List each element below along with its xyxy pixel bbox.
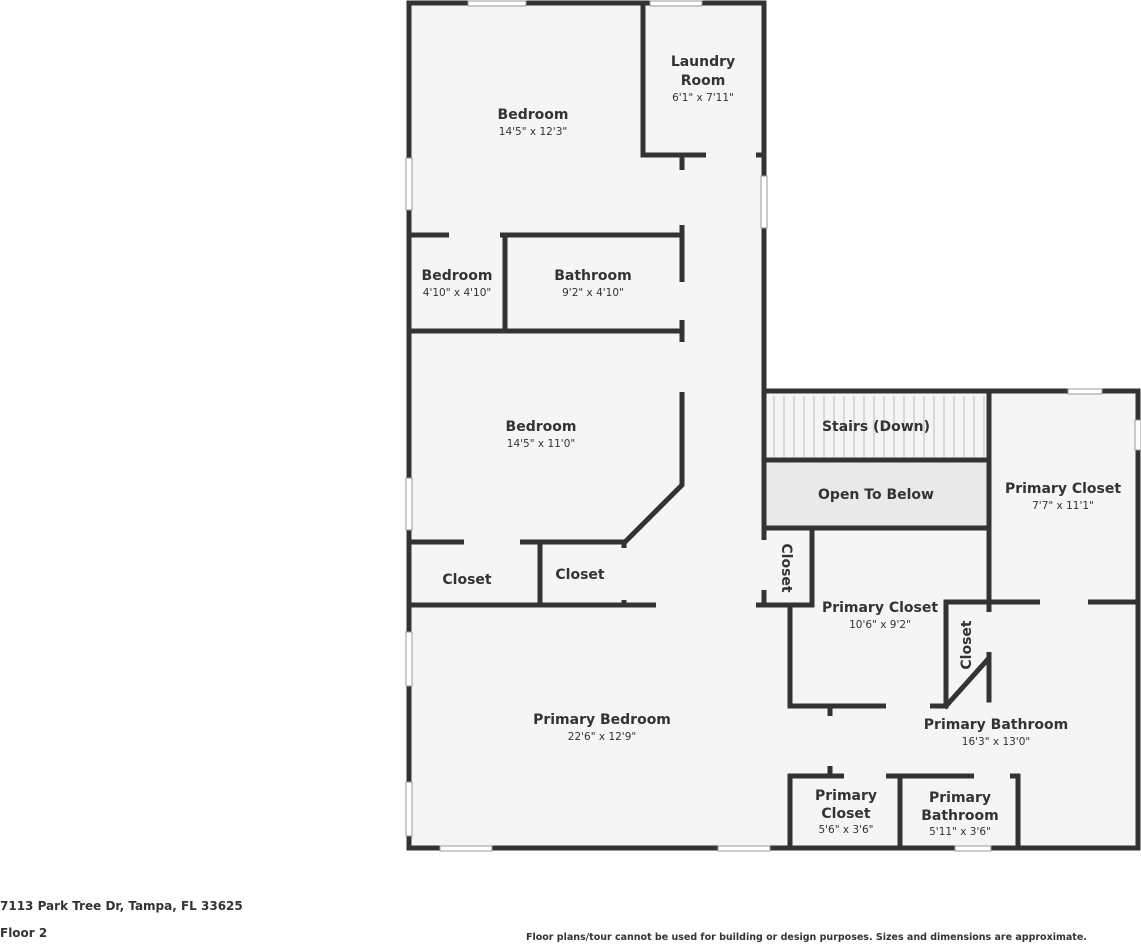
room-dims-bedroom-1: 14'5" x 12'3" xyxy=(499,126,567,138)
room-dims-primary-bathroom-2: 5'11" x 3'6" xyxy=(929,826,991,838)
room-name-open-to-below: Open To Below xyxy=(818,487,934,503)
room-name-stairs: Stairs (Down) xyxy=(822,419,930,435)
room-name-closet-2: Closet xyxy=(555,567,605,583)
room-dims-primary-closet-1: 7'7" x 11'1" xyxy=(1032,500,1094,512)
room-name-primary-bathroom-2-line1: Primary xyxy=(929,790,991,806)
room-name-laundry-line2: Room xyxy=(681,73,726,89)
room-name-primary-bedroom: Primary Bedroom xyxy=(533,712,671,728)
floor-label: Floor 2 xyxy=(0,926,48,940)
floor-area xyxy=(409,3,1138,848)
room-dims-bedroom-3: 14'5" x 11'0" xyxy=(507,438,575,450)
room-name-bedroom-1: Bedroom xyxy=(498,107,569,123)
room-name-bedroom-3: Bedroom xyxy=(506,419,577,435)
room-dims-primary-bedroom: 22'6" x 12'9" xyxy=(568,731,636,743)
room-labels: Bedroom 14'5" x 12'3" Laundry Room 6'1" … xyxy=(422,54,1122,838)
property-address: 7113 Park Tree Dr, Tampa, FL 33625 xyxy=(0,899,243,913)
room-name-closet-3: Closet xyxy=(778,543,794,593)
doorways xyxy=(449,151,1088,780)
room-name-primary-closet-2: Primary Closet xyxy=(822,600,938,616)
room-name-bedroom-2: Bedroom xyxy=(422,268,493,284)
room-name-primary-closet-3-line2: Closet xyxy=(821,806,871,822)
room-dims-primary-closet-3: 5'6" x 3'6" xyxy=(818,824,873,836)
room-name-closet-4: Closet xyxy=(959,620,975,670)
room-dims-primary-bathroom: 16'3" x 13'0" xyxy=(962,736,1030,748)
room-name-primary-bathroom-2-line2: Bathroom xyxy=(921,808,999,824)
room-name-bathroom: Bathroom xyxy=(554,268,632,284)
room-name-laundry-line1: Laundry xyxy=(671,54,735,70)
room-dims-bathroom: 9'2" x 4'10" xyxy=(562,287,624,299)
walls xyxy=(406,0,1141,851)
open-to-below-fill xyxy=(764,461,988,528)
disclaimer-text: Floor plans/tour cannot be used for buil… xyxy=(526,932,1087,943)
room-dims-bedroom-2: 4'10" x 4'10" xyxy=(423,287,491,299)
room-dims-laundry: 6'1" x 7'11" xyxy=(672,92,734,104)
stairs-treads xyxy=(773,396,985,457)
room-name-primary-bathroom: Primary Bathroom xyxy=(924,717,1068,733)
room-name-primary-closet-1: Primary Closet xyxy=(1005,481,1121,497)
windows xyxy=(405,0,1141,852)
room-name-primary-closet-3-line1: Primary xyxy=(815,788,877,804)
room-dims-primary-closet-2: 10'6" x 9'2" xyxy=(849,619,911,631)
room-name-closet-1: Closet xyxy=(442,572,492,588)
